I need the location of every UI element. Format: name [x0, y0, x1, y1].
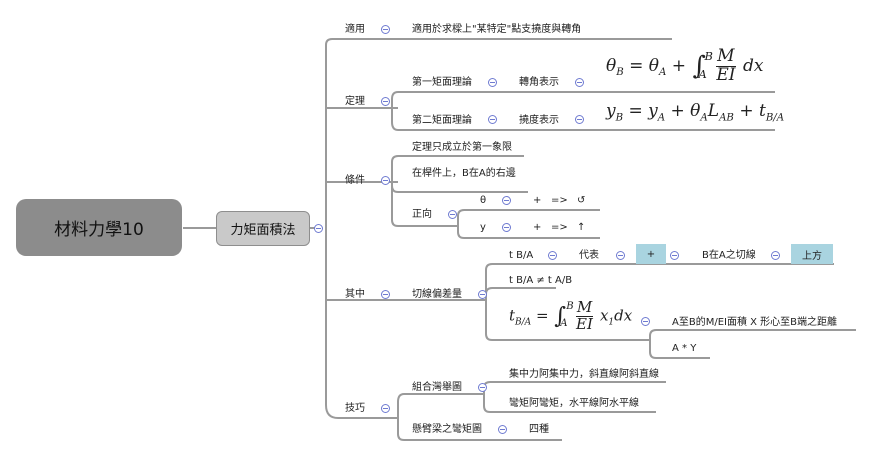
combined-collapse-toggle[interactable]	[478, 383, 487, 392]
combined-tip-force[interactable]: 集中力阿集中力，斜直線阿斜直線	[509, 369, 659, 380]
y-collapse-toggle[interactable]	[502, 223, 511, 232]
applicable-text[interactable]: 適用於求樑上"某特定"點支撓度與轉角	[412, 24, 582, 35]
condition-first-quadrant[interactable]: 定理只成立於第一象限	[412, 142, 512, 153]
cantilever-collapse-toggle[interactable]	[498, 425, 507, 434]
second-moment-theorem[interactable]: 第二矩面理論	[412, 115, 472, 126]
theorem-collapse-toggle[interactable]	[381, 97, 390, 106]
tba-not-equal-tab[interactable]: t B/A ≠ t A/B	[509, 275, 573, 286]
combined-tip-moment[interactable]: 彎矩阿彎矩，水平線阿水平線	[509, 398, 639, 409]
among-collapse-toggle[interactable]	[381, 290, 390, 299]
topic-theorem[interactable]: 定理	[345, 96, 365, 107]
conditions-collapse-toggle[interactable]	[381, 176, 390, 185]
rotation-expression[interactable]: 轉角表示	[519, 77, 559, 88]
area-moment-description[interactable]: A至B的M/EI面積 X 形心至B端之距離	[672, 317, 838, 328]
above-highlight[interactable]: 上方	[791, 244, 833, 264]
above-label: 上方	[802, 250, 822, 262]
rotation-collapse-toggle[interactable]	[575, 78, 584, 87]
deflection-collapse-toggle[interactable]	[575, 115, 584, 124]
topic-tips[interactable]: 技巧	[345, 403, 365, 414]
deflection-formula: yB = yA + θALAB + tB/A	[606, 101, 785, 124]
plus-collapse-toggle[interactable]	[670, 251, 679, 260]
theta-symbol[interactable]: θ	[480, 195, 487, 206]
y-sign[interactable]: +	[533, 222, 542, 233]
tips-collapse-toggle[interactable]	[381, 404, 390, 413]
deflection-expression[interactable]: 撓度表示	[519, 115, 559, 126]
b-tangent-label[interactable]: B在A之切線	[702, 250, 756, 261]
tangent-collapse-toggle[interactable]	[478, 290, 487, 299]
tba-label[interactable]: t B/A	[509, 250, 534, 261]
second-theorem-collapse-toggle[interactable]	[488, 115, 497, 124]
topic-applicable[interactable]: 適用	[345, 24, 365, 35]
direction-topic[interactable]: 正向	[412, 209, 432, 220]
represents-collapse-toggle[interactable]	[616, 251, 625, 260]
combined-diagram-topic[interactable]: 組合灣舉圖	[412, 382, 462, 393]
first-moment-theorem[interactable]: 第一矩面理論	[412, 77, 472, 88]
condition-b-right-of-a[interactable]: 在桿件上，B在A的右邊	[412, 168, 516, 179]
up-arrow-icon[interactable]: ↑	[577, 222, 586, 233]
root-topic[interactable]: 材料力學10	[16, 199, 182, 256]
plus-label: +	[646, 248, 656, 260]
tba-collapse-toggle[interactable]	[548, 251, 557, 260]
topic-conditions[interactable]: 條件	[345, 175, 365, 186]
y-symbol[interactable]: y	[480, 222, 486, 233]
theta-sign[interactable]: +	[533, 195, 542, 206]
main-topic[interactable]: 力矩面積法	[216, 211, 310, 246]
theta-collapse-toggle[interactable]	[502, 196, 511, 205]
theta-arrow[interactable]: =>	[551, 195, 568, 206]
topic-among[interactable]: 其中	[345, 289, 365, 300]
tangent-deviation-topic[interactable]: 切線偏差量	[412, 289, 462, 300]
cantilever-types[interactable]: 四種	[529, 424, 549, 435]
direction-collapse-toggle[interactable]	[448, 210, 457, 219]
main-topic-label: 力矩面積法	[230, 223, 296, 238]
y-arrow[interactable]: =>	[551, 222, 568, 233]
a-times-y[interactable]: A * Y	[672, 343, 697, 354]
ccw-rotation-icon[interactable]: ↺	[577, 195, 586, 206]
formula-collapse-toggle[interactable]	[641, 317, 650, 326]
b-tangent-collapse-toggle[interactable]	[771, 251, 780, 260]
represents-label[interactable]: 代表	[579, 250, 599, 261]
root-topic-label: 材料力學10	[54, 220, 144, 240]
first-theorem-collapse-toggle[interactable]	[488, 78, 497, 87]
plus-highlight[interactable]: +	[636, 244, 666, 264]
applicable-collapse-toggle[interactable]	[381, 25, 390, 34]
cantilever-moment-topic[interactable]: 懸臂梁之彎矩圖	[412, 424, 482, 435]
main-collapse-toggle[interactable]	[314, 224, 323, 233]
